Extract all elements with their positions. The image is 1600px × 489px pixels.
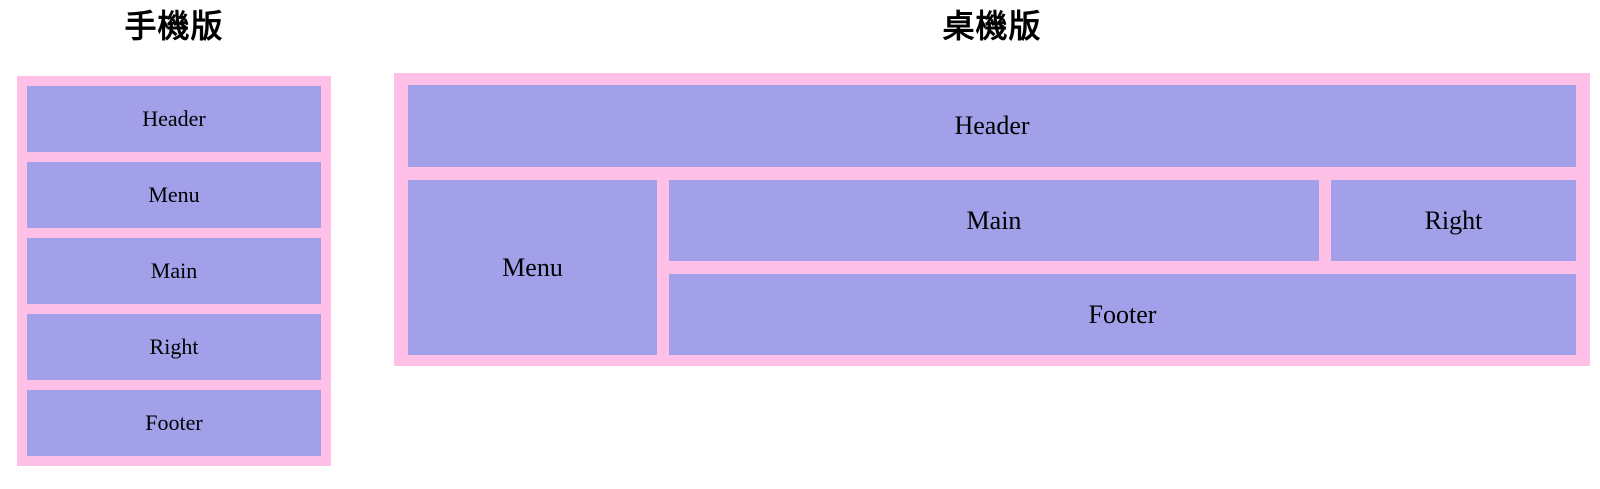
- mobile-box-right-label: Right: [149, 334, 199, 359]
- mobile-box-header: Header: [27, 86, 321, 152]
- desktop-box-footer: Footer: [669, 274, 1576, 355]
- mobile-box-menu: Menu: [27, 162, 321, 228]
- desktop-box-header: Header: [408, 85, 1576, 167]
- mobile-layout-container: Header Menu Main Right Footer: [17, 76, 331, 466]
- desktop-box-footer-label: Footer: [1088, 299, 1157, 329]
- mobile-box-right: Right: [27, 314, 321, 380]
- mobile-box-header-label: Header: [142, 106, 206, 131]
- mobile-box-main: Main: [27, 238, 321, 304]
- mobile-box-menu-label: Menu: [148, 182, 200, 207]
- desktop-layout-container: Header Menu Main Right Footer: [394, 73, 1590, 366]
- desktop-box-menu-label: Menu: [502, 252, 563, 282]
- desktop-box-header-label: Header: [954, 111, 1030, 140]
- desktop-box-menu: Menu: [408, 180, 657, 355]
- desktop-box-main: Main: [669, 180, 1319, 261]
- mobile-box-main-label: Main: [150, 258, 198, 283]
- mobile-box-footer: Footer: [27, 390, 321, 456]
- mobile-box-footer-label: Footer: [145, 410, 203, 435]
- desktop-box-right: Right: [1331, 180, 1576, 261]
- desktop-box-right-label: Right: [1424, 205, 1483, 235]
- mobile-panel-title: 手機版: [124, 8, 224, 44]
- desktop-box-main-label: Main: [966, 205, 1022, 235]
- desktop-panel-title: 桌機版: [942, 8, 1042, 44]
